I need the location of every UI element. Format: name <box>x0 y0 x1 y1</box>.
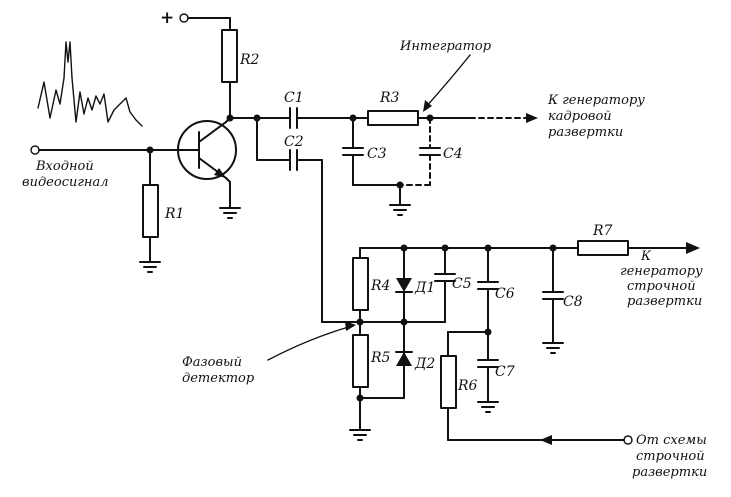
video-waveform <box>37 41 143 127</box>
phase-label-line2: детектор <box>182 371 255 386</box>
label-r6: R6 <box>457 378 478 394</box>
phase-detector-pointer <box>267 325 353 361</box>
plus-sign: + <box>160 8 174 28</box>
ground-icon <box>139 261 161 273</box>
resistor-r5 <box>352 334 369 388</box>
emitter-arrow-icon <box>214 168 226 178</box>
resistor-r4 <box>352 257 369 311</box>
from-label-line2: строчной <box>636 449 705 464</box>
label-c6: C6 <box>495 286 515 302</box>
label-r5: R5 <box>370 350 391 366</box>
transistor-collector <box>198 121 227 143</box>
phase-label-line1: Фазовый <box>182 355 242 370</box>
label-c1: C1 <box>284 90 304 106</box>
from-label-line1: От схемы <box>636 433 707 448</box>
diode-d2 <box>396 352 412 366</box>
arrow-icon <box>686 242 700 254</box>
resistor-r6 <box>440 355 457 409</box>
resistor-r2 <box>221 29 238 83</box>
input-label-line2: видеосигнал <box>22 175 109 190</box>
label-d1: Д1 <box>414 280 435 296</box>
integrator-pointer <box>424 54 471 109</box>
label-r7: R7 <box>592 223 613 239</box>
integrator-label: Интегратор <box>399 39 492 54</box>
ground-icon <box>542 342 564 354</box>
label-c2: C2 <box>284 134 304 150</box>
label-r1: R1 <box>164 206 184 222</box>
transistor-icon <box>177 120 237 180</box>
ground-icon <box>389 204 411 216</box>
arrow-icon <box>540 435 552 445</box>
arrow-icon <box>423 100 432 112</box>
line-gen-line2: генератору <box>620 264 703 279</box>
label-r4: R4 <box>370 278 390 294</box>
input-terminal-line <box>623 435 633 445</box>
line-gen-line4: развертки <box>627 294 702 309</box>
label-d2: Д2 <box>414 356 435 372</box>
ground-icon <box>349 429 371 441</box>
label-r3: R3 <box>379 90 400 106</box>
frame-gen-line1: К генератору <box>547 93 645 108</box>
junction-dot <box>226 114 234 122</box>
label-r2: R2 <box>239 52 260 68</box>
input-label-line1: Входной <box>35 159 94 174</box>
ground-icon <box>477 401 499 413</box>
frame-gen-line2: кадровой <box>548 109 612 124</box>
input-terminal <box>30 145 40 155</box>
line-gen-line3: строчной <box>627 279 696 294</box>
plus-terminal <box>179 13 189 23</box>
label-c8: C8 <box>563 294 583 310</box>
label-c3: C3 <box>367 146 387 162</box>
resistor-r7 <box>577 240 629 256</box>
label-c5: C5 <box>452 276 472 292</box>
arrow-icon <box>526 113 538 123</box>
label-c7: C7 <box>495 364 515 380</box>
ground-icon <box>219 207 241 219</box>
resistor-r1 <box>142 184 159 238</box>
label-c4: C4 <box>443 146 463 162</box>
resistor-r3 <box>367 110 419 126</box>
arrow-icon <box>345 321 356 331</box>
diode-d1 <box>396 278 412 292</box>
frame-gen-line3: развертки <box>548 125 623 140</box>
from-label-line3: развертки <box>632 465 707 480</box>
line-gen-line1: К <box>640 249 652 264</box>
